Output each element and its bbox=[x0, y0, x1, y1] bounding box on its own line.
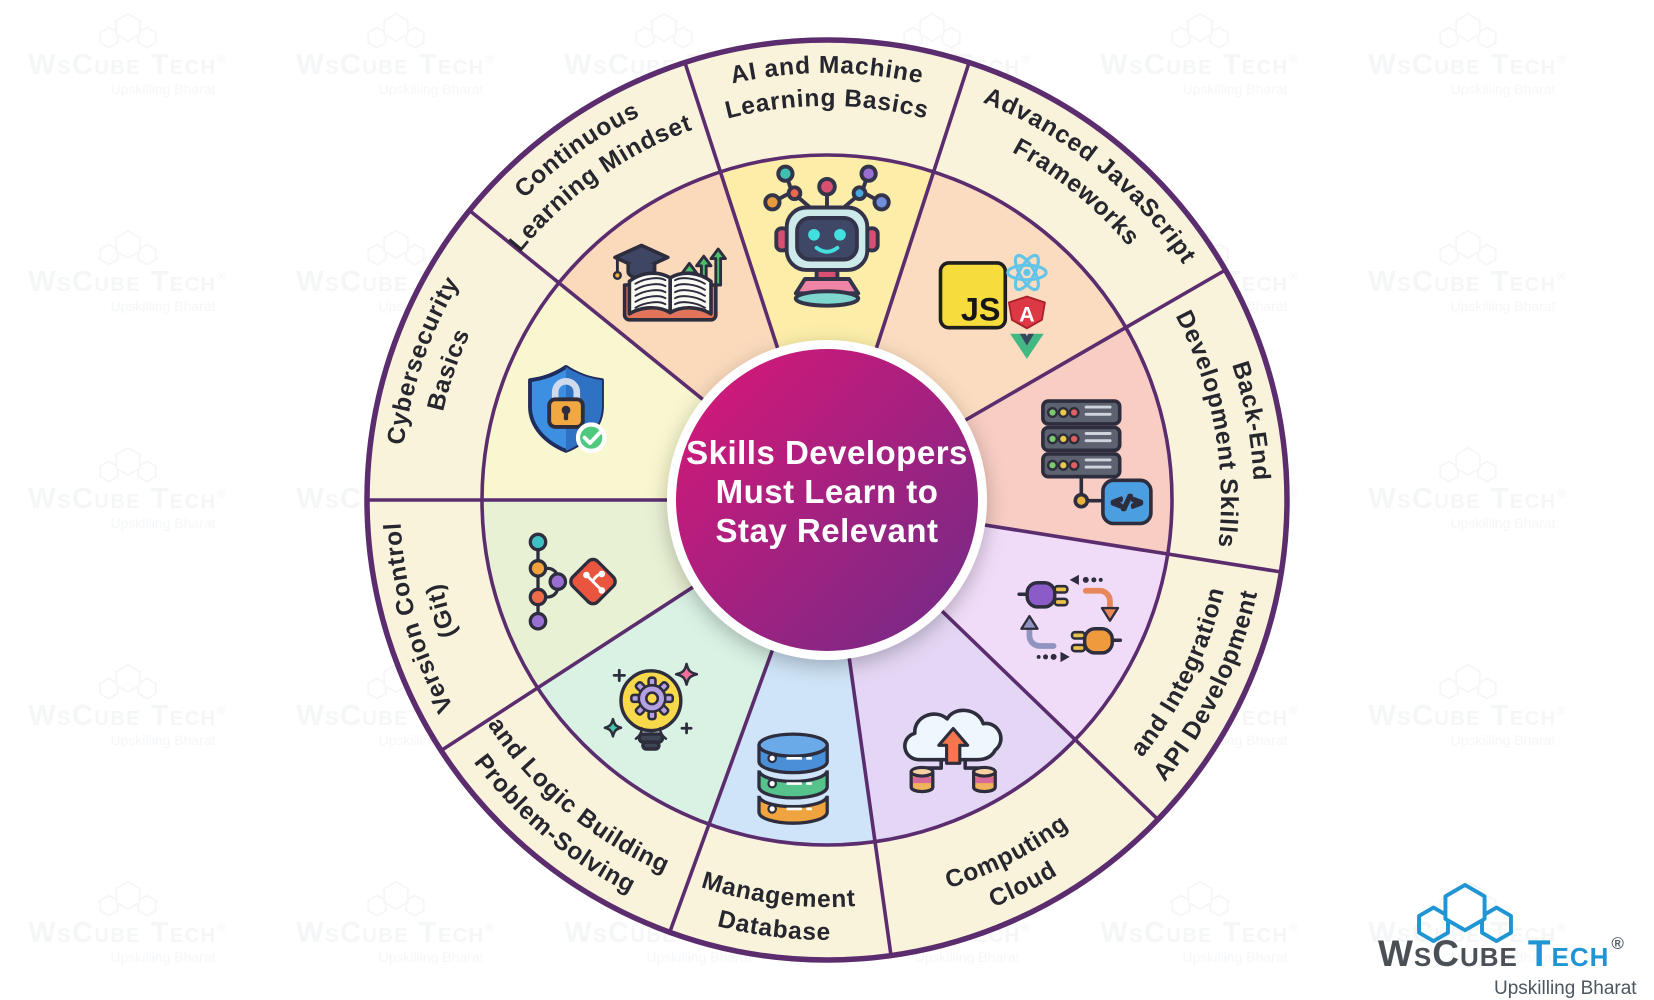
segment-divider-7 bbox=[668, 640, 778, 933]
wheel-dividers bbox=[367, 61, 1282, 956]
watermark-brand: WsCube Tech® bbox=[1368, 266, 1568, 298]
watermark-tagline: Upskilling Bharat bbox=[1182, 81, 1288, 97]
center-title-line1: Skills Developers bbox=[686, 434, 968, 471]
watermark-tagline: Upskilling Bharat bbox=[1450, 515, 1556, 531]
watermark-tagline: Upskilling Bharat bbox=[1450, 81, 1556, 97]
watermark-brand: WsCube Tech® bbox=[296, 49, 496, 81]
wscube-hexagons-icon bbox=[1417, 883, 1513, 944]
watermark-tagline: Upskilling Bharat bbox=[110, 732, 216, 748]
watermark: WsCube Tech®Upskilling Bharat bbox=[276, 12, 516, 100]
watermark-brand: WsCube Tech® bbox=[1368, 700, 1568, 732]
watermark-tagline: Upskilling Bharat bbox=[110, 298, 216, 314]
logo-tagline: Upskilling Bharat bbox=[1494, 978, 1637, 999]
watermark-tagline: Upskilling Bharat bbox=[1182, 949, 1288, 965]
segment-divider-1 bbox=[683, 61, 783, 358]
watermark-hexagons-icon bbox=[99, 446, 157, 483]
segment-divider-10 bbox=[468, 209, 712, 407]
watermark-hexagons-icon bbox=[99, 229, 157, 266]
watermark-tagline: Upskilling Bharat bbox=[1450, 949, 1556, 965]
watermark-hexagons-icon bbox=[1439, 229, 1497, 266]
center-circle-fill bbox=[676, 349, 978, 651]
watermark-hexagons-icon bbox=[99, 880, 157, 917]
watermark-hexagons-icon bbox=[1171, 12, 1229, 49]
watermark-hexagons-icon bbox=[367, 880, 425, 917]
watermark-hexagons-icon bbox=[367, 229, 425, 266]
watermark-hexagons-icon bbox=[635, 12, 693, 49]
watermark-tagline: Upskilling Bharat bbox=[1450, 732, 1556, 748]
watermark-brand: WsCube Tech® bbox=[1100, 49, 1300, 81]
watermark-brand: WsCube Tech® bbox=[28, 917, 228, 949]
watermark-tagline: Upskilling Bharat bbox=[378, 81, 484, 97]
watermark-hexagons-icon bbox=[1439, 446, 1497, 483]
center-title-line3: Stay Relevant bbox=[716, 512, 939, 549]
watermark: WsCube Tech®Upskilling Bharat bbox=[8, 229, 248, 317]
watermark-tagline: Upskilling Bharat bbox=[914, 949, 1020, 965]
logo-brand-secondary: Tech bbox=[1527, 933, 1610, 974]
segment-wedge-1 bbox=[720, 155, 934, 500]
watermark-hexagons-icon bbox=[367, 12, 425, 49]
logo-brand-primary: WsCube bbox=[1378, 933, 1518, 974]
segment-divider-3 bbox=[956, 268, 1227, 427]
watermark: WsCube Tech®Upskilling Bharat bbox=[8, 663, 248, 751]
watermark: WsCube Tech®Upskilling Bharat bbox=[276, 880, 516, 968]
watermark: WsCube Tech®Upskilling Bharat bbox=[8, 880, 248, 968]
watermark-hexagons-icon bbox=[1171, 880, 1229, 917]
registered-mark: ® bbox=[1611, 933, 1625, 953]
watermark: WsCube Tech®Upskilling Bharat bbox=[1348, 229, 1588, 317]
segment-divider-5 bbox=[933, 602, 1160, 821]
watermark-tagline: Upskilling Bharat bbox=[646, 949, 752, 965]
watermark: WsCube Tech®Upskilling Bharat bbox=[8, 12, 248, 100]
watermark-hexagons-icon bbox=[99, 12, 157, 49]
watermark: WsCube Tech®Upskilling Bharat bbox=[1348, 446, 1588, 534]
segment-divider-4 bbox=[974, 521, 1282, 574]
segment-divider-8 bbox=[440, 580, 703, 753]
watermark-tagline: Upskilling Bharat bbox=[110, 81, 216, 97]
watermark-brand: WsCube Tech® bbox=[1368, 49, 1568, 81]
watermark-hexagons-icon bbox=[1439, 12, 1497, 49]
watermark-brand: WsCube Tech® bbox=[1368, 483, 1568, 515]
watermark: WsCube Tech®Upskilling Bharat bbox=[1080, 880, 1320, 968]
watermark-hexagons-icon bbox=[99, 663, 157, 700]
watermark-brand: WsCube Tech® bbox=[28, 483, 228, 515]
watermark-brand: WsCube Tech® bbox=[1100, 917, 1300, 949]
watermark-brand: WsCube Tech® bbox=[296, 917, 496, 949]
watermark-tagline: Upskilling Bharat bbox=[1450, 298, 1556, 314]
center-circle: Skills Developers Must Learn to Stay Rel… bbox=[667, 340, 987, 660]
watermark-tagline: Upskilling Bharat bbox=[110, 949, 216, 965]
segment-divider-2 bbox=[871, 61, 971, 358]
watermark: WsCube Tech®Upskilling Bharat bbox=[1348, 663, 1588, 751]
center-title-line2: Must Learn to bbox=[716, 473, 939, 510]
watermark-brand: WsCube Tech® bbox=[28, 266, 228, 298]
watermark-tagline: Upskilling Bharat bbox=[110, 515, 216, 531]
watermark-tagline: Upskilling Bharat bbox=[378, 949, 484, 965]
watermark: WsCube Tech®Upskilling Bharat bbox=[1348, 12, 1588, 100]
watermark: WsCube Tech®Upskilling Bharat bbox=[8, 446, 248, 534]
watermark-hexagons-icon bbox=[1439, 663, 1497, 700]
watermark: WsCube Tech®Upskilling Bharat bbox=[1080, 12, 1320, 100]
watermark-brand: WsCube Tech® bbox=[28, 49, 228, 81]
segment-divider-6 bbox=[846, 648, 893, 956]
watermark-brand: WsCube Tech® bbox=[28, 700, 228, 732]
